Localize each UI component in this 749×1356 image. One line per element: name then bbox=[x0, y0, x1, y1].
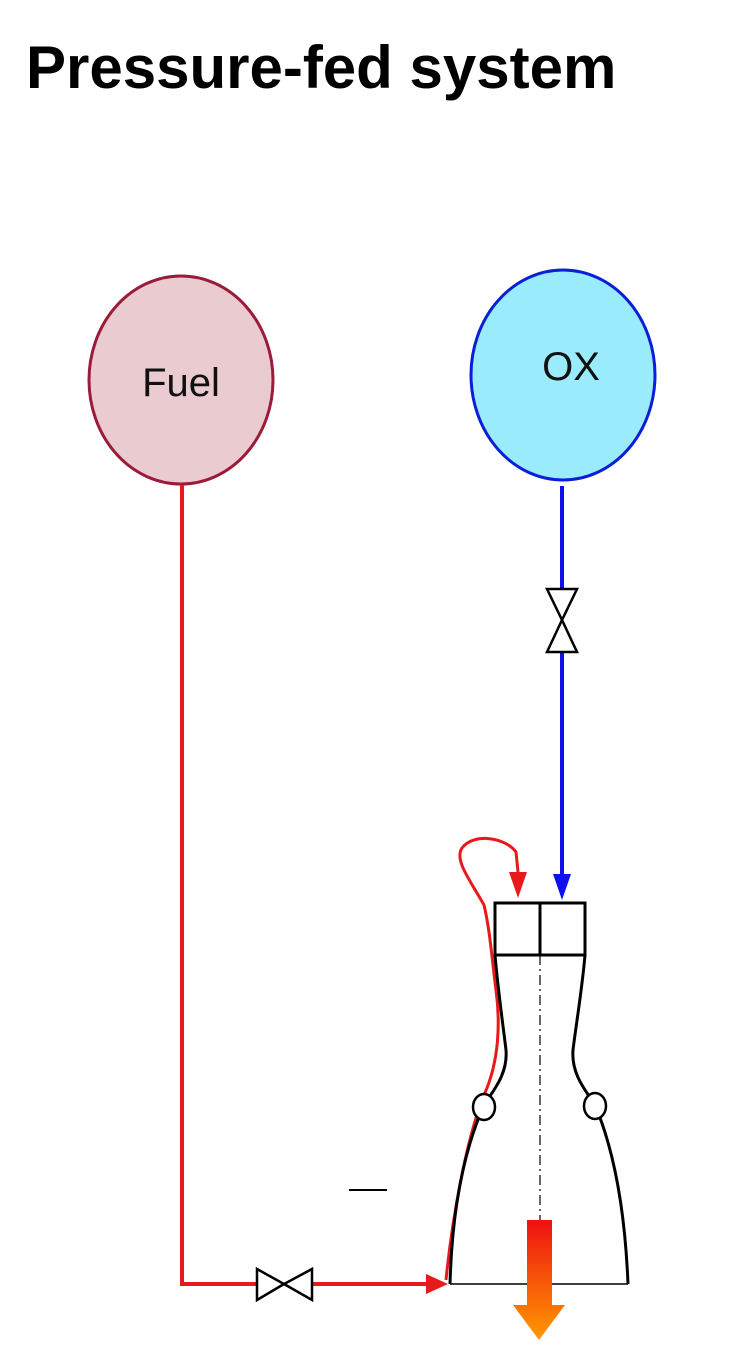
fuel-tank-shape bbox=[87, 274, 275, 486]
oxidizer-tank: OX bbox=[469, 268, 657, 482]
throat-marker-right bbox=[582, 1091, 608, 1121]
page-title: Pressure-fed system bbox=[26, 34, 617, 101]
fuel-line-main bbox=[180, 485, 257, 1286]
exhaust-arrow-icon bbox=[513, 1220, 565, 1340]
oxidizer-tank-label: OX bbox=[542, 345, 600, 389]
injector-head bbox=[493, 901, 587, 957]
oxidizer-tank-shape bbox=[469, 268, 657, 482]
fuel-inlet-arrowhead bbox=[426, 1274, 448, 1294]
ox-injector-arrowhead bbox=[553, 874, 571, 900]
fuel-tank-label: Fuel bbox=[142, 361, 220, 405]
fuel-valve-icon bbox=[255, 1266, 314, 1303]
oxidizer-valve-icon bbox=[545, 587, 579, 654]
nozzle-right-wall bbox=[571, 954, 630, 1285]
throat-marker-left bbox=[471, 1092, 497, 1122]
fuel-feed-line bbox=[180, 485, 428, 1286]
fuel-tank: Fuel bbox=[87, 274, 275, 486]
nozzle-left-wall bbox=[448, 954, 508, 1285]
regen-injector-arrowhead bbox=[509, 872, 527, 898]
